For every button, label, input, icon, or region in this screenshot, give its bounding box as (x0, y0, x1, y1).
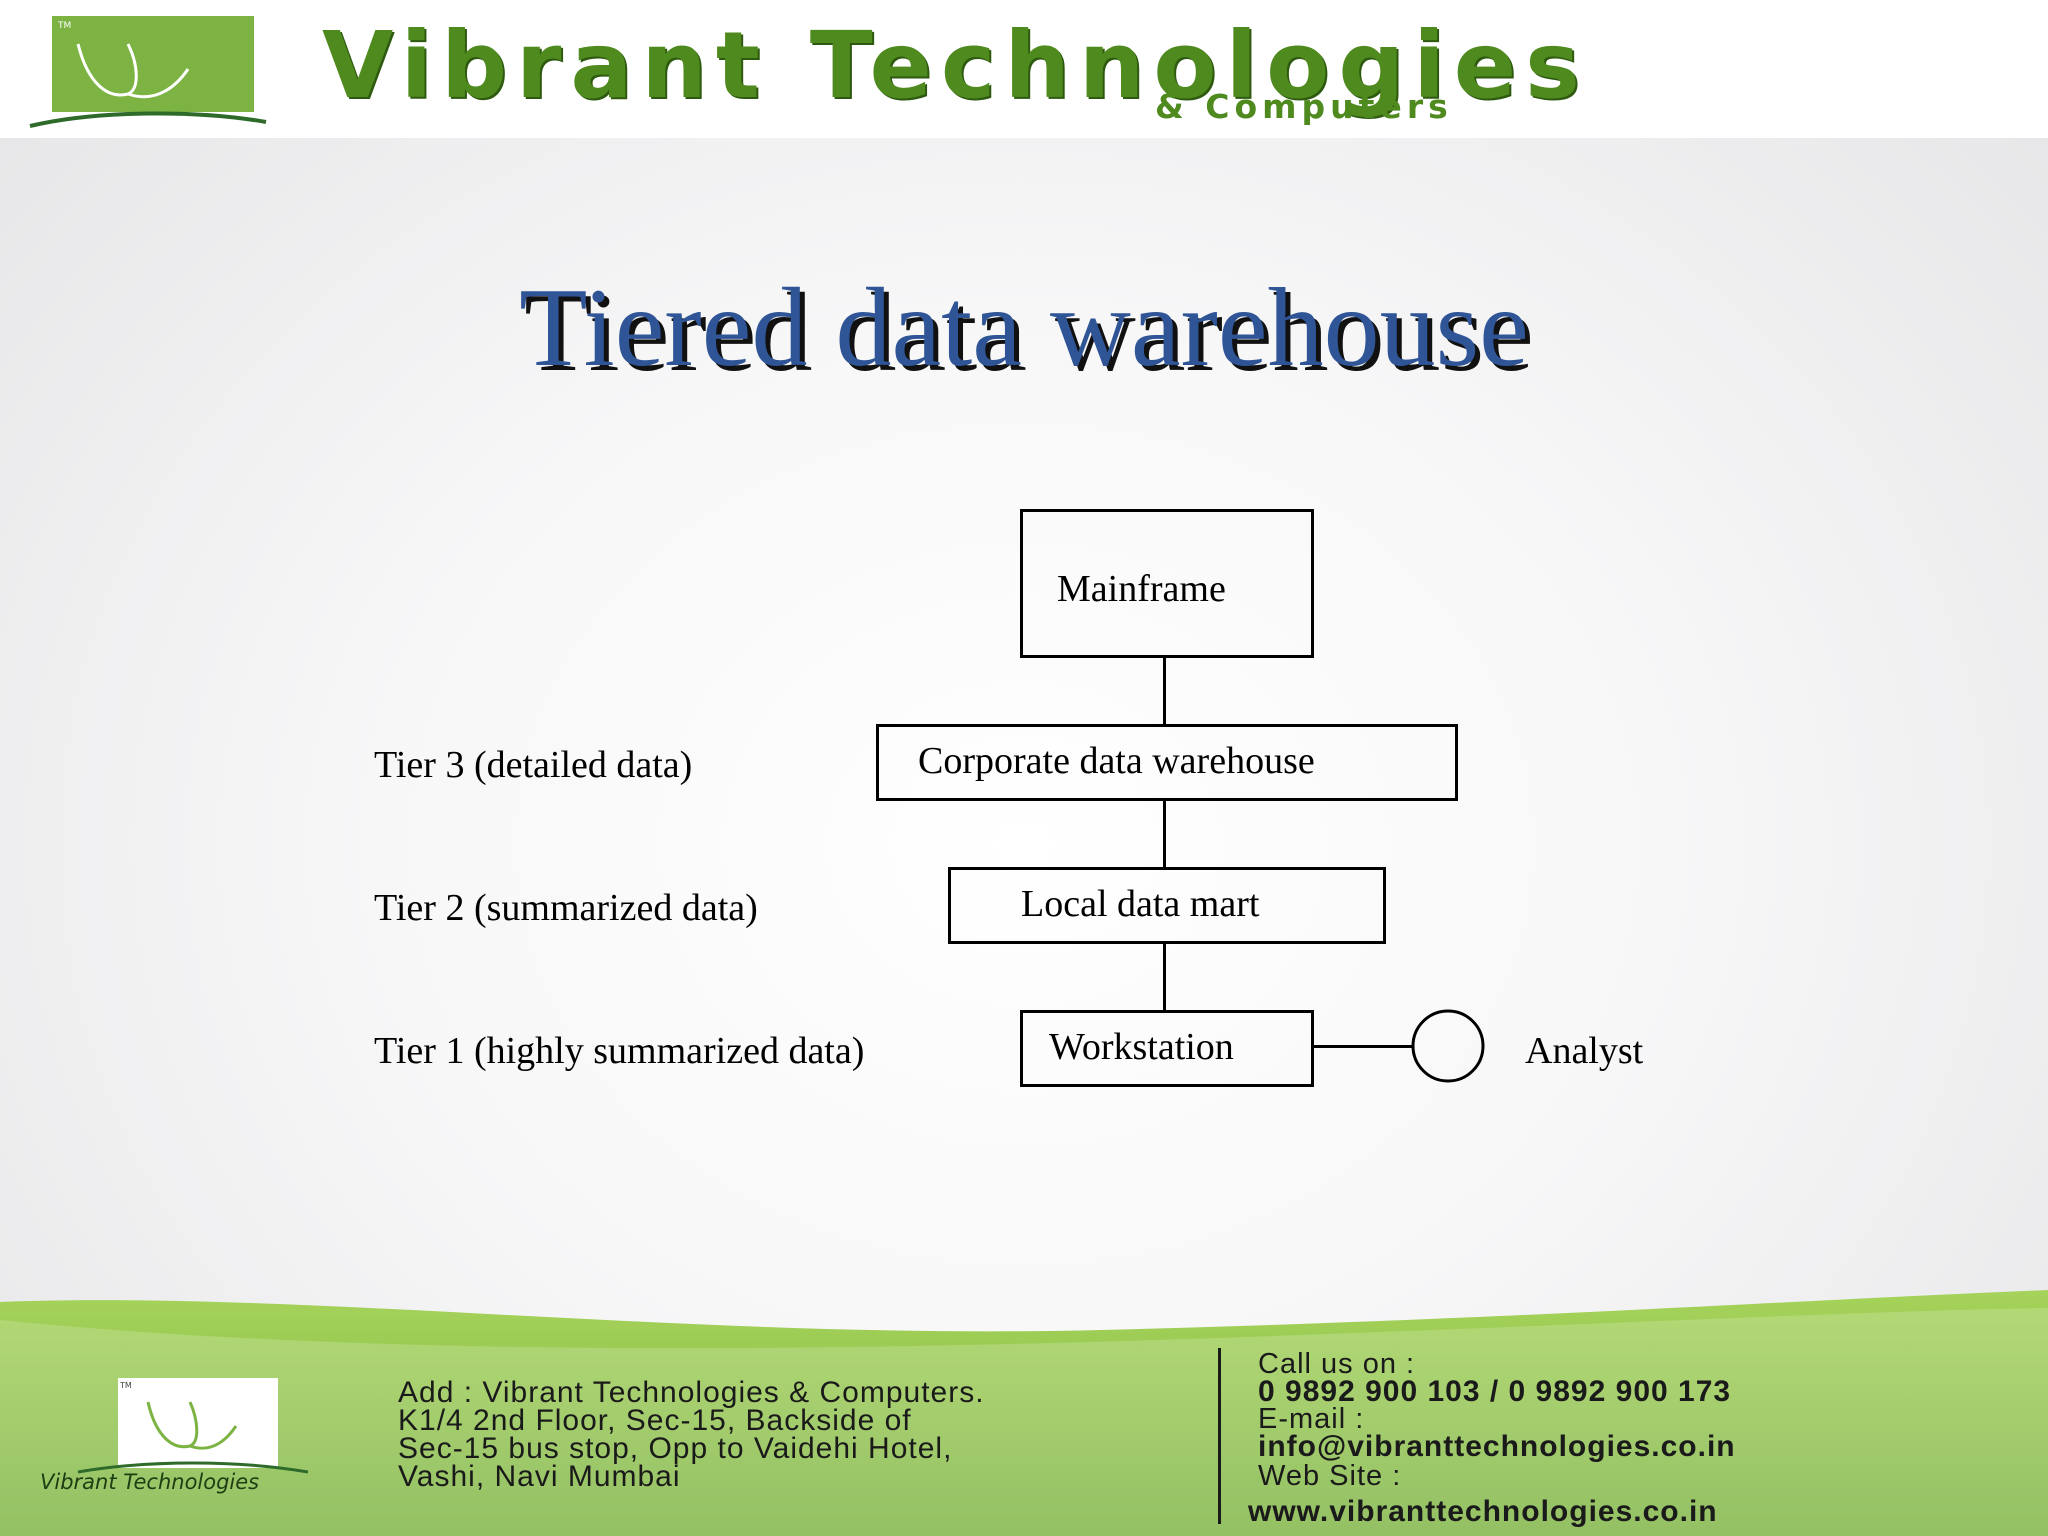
corporate-warehouse-box (876, 724, 1458, 801)
connector-mart-workstation (1163, 943, 1166, 1011)
trademark-mark: TM (57, 21, 71, 31)
mainframe-label: Mainframe (1057, 568, 1226, 610)
tier-2-label: Tier 2 (summarized data) (374, 887, 758, 929)
address-line-3: Sec-15 bus stop, Opp to Vaidehi Hotel, (398, 1432, 953, 1465)
address-line-1: Add : Vibrant Technologies & Computers. (398, 1376, 985, 1409)
footer-brand: Vibrant Technologies (40, 1470, 260, 1494)
workstation-box (1020, 1010, 1314, 1087)
corporate-warehouse-label: Corporate data warehouse (918, 740, 1315, 782)
phone-numbers[interactable]: 0 9892 900 103 / 0 9892 900 173 (1258, 1375, 1732, 1408)
brand-title: Vibrant Technologies (322, 12, 1589, 119)
tier-3-label: Tier 3 (detailed data) (374, 744, 693, 786)
footer-trademark-mark: TM (119, 1381, 132, 1390)
vibrant-logo: TM (29, 16, 267, 128)
connector-mainframe-corporate (1163, 657, 1166, 725)
footer-logo: TM (77, 1378, 309, 1474)
header-bar (0, 0, 2048, 138)
slide-title: Tiered data warehouse (519, 266, 1529, 390)
website-link[interactable]: www.vibranttechnologies.co.in (1248, 1495, 1718, 1528)
brand-subtitle: & Computers (1155, 87, 1453, 126)
address-line-4: Vashi, Navi Mumbai (398, 1460, 681, 1493)
local-data-mart-box (948, 867, 1386, 944)
address-line-2: K1/4 2nd Floor, Sec-15, Backside of (398, 1404, 912, 1437)
footer-banner (0, 1290, 2048, 1536)
mainframe-box (1020, 509, 1314, 658)
footer-divider (1218, 1348, 1221, 1524)
call-label: Call us on : (1258, 1348, 1416, 1380)
website-label: Web Site : (1258, 1460, 1402, 1492)
workstation-label: Workstation (1049, 1026, 1234, 1068)
connector-workstation-analyst (1313, 1045, 1413, 1048)
analyst-label: Analyst (1525, 1030, 1644, 1072)
connector-corporate-mart (1163, 800, 1166, 868)
tier-1-label: Tier 1 (highly summarized data) (374, 1030, 865, 1072)
email-link[interactable]: info@vibranttechnologies.co.in (1258, 1430, 1736, 1463)
local-data-mart-label: Local data mart (1021, 883, 1260, 925)
analyst-circle (1411, 1009, 1485, 1083)
email-label: E-mail : (1258, 1403, 1365, 1435)
